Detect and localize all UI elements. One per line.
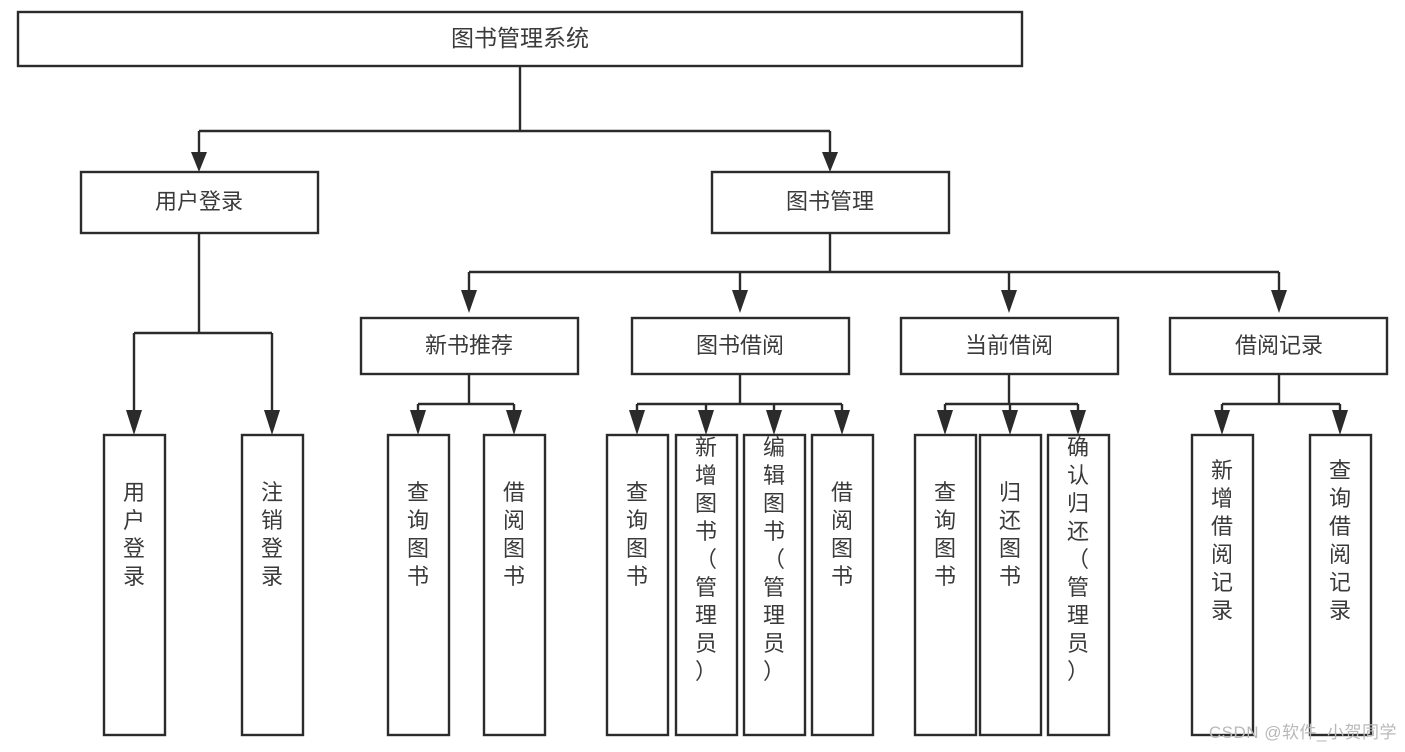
arrow-to-new-book xyxy=(461,290,477,313)
node-borrow-record-box[interactable] xyxy=(1168,316,1389,376)
leaf-book-borrow-4-label: 借阅图书 xyxy=(831,480,853,589)
leaf-book-borrow-3[interactable]: 编辑图书（管理员） xyxy=(742,433,807,737)
leaf-book-borrow-3-label: 编辑图书（管理员） xyxy=(763,435,785,684)
leaf-current-borrow-1-box[interactable] xyxy=(913,433,978,737)
leaf-book-borrow-2-label: 新增图书（管理员） xyxy=(695,435,717,684)
leaf-current-borrow-3[interactable]: 确认归还（管理员） xyxy=(1046,433,1111,737)
leaf-borrow-record-2-label: 查询借阅记录 xyxy=(1329,458,1351,623)
leaf-new-book-1[interactable]: 查询图书 xyxy=(386,433,451,737)
arrow-to-user-login xyxy=(191,152,207,172)
node-root-box[interactable] xyxy=(16,10,1024,68)
arrow-user-login-leaf-1 xyxy=(126,410,142,435)
node-book-manage-label: 图书管理 xyxy=(786,189,874,214)
arrow-new-book-leaf-1 xyxy=(410,410,426,435)
leaf-user-login-2-label: 注销登录 xyxy=(261,480,283,589)
node-current-borrow-box[interactable] xyxy=(899,316,1120,376)
arrow-current-borrow-leaf-2 xyxy=(1002,410,1018,435)
node-current-borrow-label: 当前借阅 xyxy=(965,333,1053,358)
leaf-current-borrow-1[interactable]: 查询图书 xyxy=(913,433,978,737)
node-book-manage-box[interactable] xyxy=(710,170,951,235)
arrow-book-borrow-leaf-3 xyxy=(766,410,782,435)
arrow-new-book-leaf-2 xyxy=(506,410,522,435)
node-root-label: 图书管理系统 xyxy=(451,25,589,51)
arrow-current-borrow-leaf-3 xyxy=(1070,410,1086,435)
leaf-book-borrow-3-box[interactable] xyxy=(742,433,807,737)
arrow-book-borrow-leaf-1 xyxy=(629,410,645,435)
leaf-book-borrow-1-label: 查询图书 xyxy=(626,480,648,589)
leaf-book-borrow-2[interactable]: 新增图书（管理员） xyxy=(674,433,739,737)
node-user-login-label: 用户登录 xyxy=(155,189,243,214)
leaf-book-borrow-4[interactable]: 借阅图书 xyxy=(810,433,875,737)
leaf-book-borrow-1[interactable]: 查询图书 xyxy=(605,433,670,737)
node-new-book-recommend-box[interactable] xyxy=(359,316,580,376)
leaf-new-book-2-box[interactable] xyxy=(482,433,547,737)
leaf-user-login-2-box[interactable] xyxy=(240,433,305,737)
arrow-to-current-borrow xyxy=(1001,290,1017,313)
arrow-to-borrow-record xyxy=(1271,290,1287,313)
node-book-manage[interactable]: 图书管理 xyxy=(710,170,951,235)
node-book-borrow[interactable]: 图书借阅 xyxy=(630,316,851,376)
node-borrow-record-label: 借阅记录 xyxy=(1235,333,1323,358)
leaf-current-borrow-3-label: 确认归还（管理员） xyxy=(1067,435,1089,684)
leaf-book-borrow-4-box[interactable] xyxy=(810,433,875,737)
leaf-borrow-record-1-box[interactable] xyxy=(1190,433,1255,737)
node-current-borrow[interactable]: 当前借阅 xyxy=(899,316,1120,376)
node-new-book-recommend-label: 新书推荐 xyxy=(425,333,513,358)
leaf-current-borrow-2-box[interactable] xyxy=(978,433,1043,737)
arrow-to-book-manage xyxy=(822,152,838,172)
connector-group xyxy=(126,66,1348,435)
leaf-book-borrow-1-box[interactable] xyxy=(605,433,670,737)
arrow-book-borrow-leaf-2 xyxy=(698,410,714,435)
arrow-borrow-record-leaf-2 xyxy=(1332,410,1348,435)
arrow-to-book-borrow xyxy=(732,290,748,313)
leaf-new-book-2[interactable]: 借阅图书 xyxy=(482,433,547,737)
node-user-login-box[interactable] xyxy=(79,170,320,235)
leaf-current-borrow-1-label: 查询图书 xyxy=(934,480,956,589)
leaf-current-borrow-2-label: 归还图书 xyxy=(999,480,1021,589)
leaf-user-login-2[interactable]: 注销登录 xyxy=(240,433,305,737)
leaf-book-borrow-2-box[interactable] xyxy=(674,433,739,737)
leaf-current-borrow-2[interactable]: 归还图书 xyxy=(978,433,1043,737)
node-new-book-recommend[interactable]: 新书推荐 xyxy=(359,316,580,376)
arrow-current-borrow-leaf-1 xyxy=(937,410,953,435)
arrow-book-borrow-leaf-4 xyxy=(834,410,850,435)
leaf-user-login-1-box[interactable] xyxy=(102,433,167,737)
leaf-new-book-2-label: 借阅图书 xyxy=(503,480,525,589)
node-borrow-record[interactable]: 借阅记录 xyxy=(1168,316,1389,376)
leaf-user-login-1[interactable]: 用户登录 xyxy=(102,433,167,737)
leaf-new-book-1-box[interactable] xyxy=(386,433,451,737)
leaf-new-book-1-label: 查询图书 xyxy=(407,480,429,589)
leaf-borrow-record-1-label: 新增借阅记录 xyxy=(1211,458,1233,623)
leaf-borrow-record-2[interactable]: 查询借阅记录 xyxy=(1308,433,1373,737)
node-user-login[interactable]: 用户登录 xyxy=(79,170,320,235)
leaf-borrow-record-1[interactable]: 新增借阅记录 xyxy=(1190,433,1255,737)
leaf-borrow-record-2-box[interactable] xyxy=(1308,433,1373,737)
node-book-borrow-box[interactable] xyxy=(630,316,851,376)
arrow-borrow-record-leaf-1 xyxy=(1214,410,1230,435)
node-root[interactable]: 图书管理系统 xyxy=(16,10,1024,68)
leaf-current-borrow-3-box[interactable] xyxy=(1046,433,1111,737)
node-book-borrow-label: 图书借阅 xyxy=(696,333,784,358)
leaf-user-login-1-label: 用户登录 xyxy=(123,480,145,589)
arrow-user-login-leaf-2 xyxy=(264,410,280,435)
